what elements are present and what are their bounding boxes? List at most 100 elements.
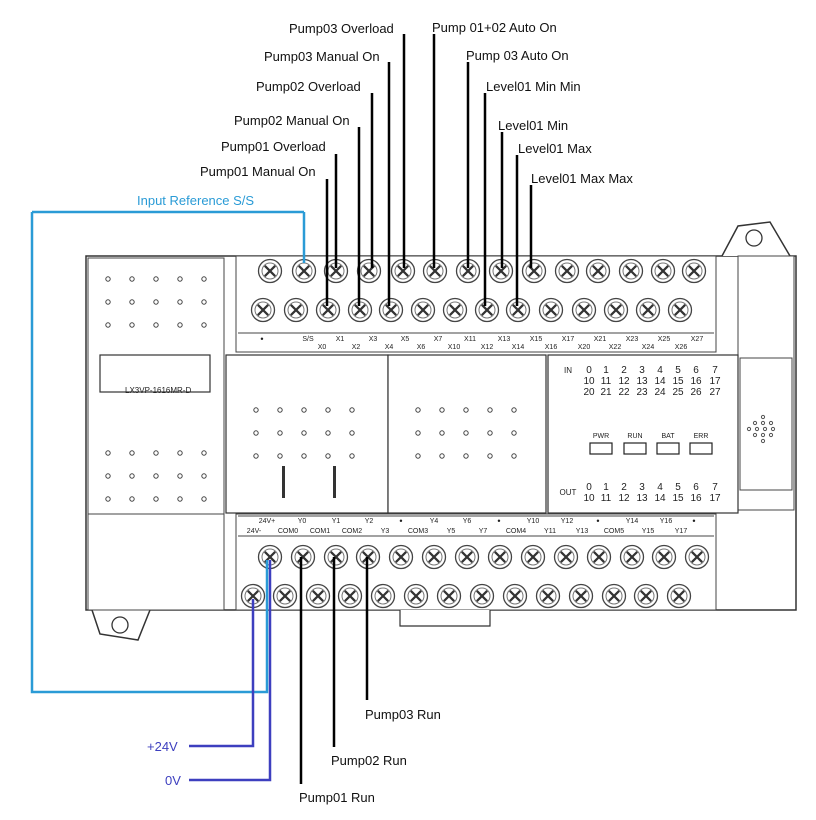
out-led-15: 15 xyxy=(672,493,684,504)
label-pump03-auto-on: Pump 03 Auto On xyxy=(466,48,569,63)
input-terminal-top-0-ring xyxy=(261,262,279,280)
input-terminal-top-4-x2 xyxy=(397,265,409,277)
input-bottom-label-5: X12 xyxy=(481,344,494,351)
port-pin xyxy=(760,420,766,426)
vent-hole xyxy=(201,276,207,282)
vent-hole xyxy=(201,322,207,328)
vent-hole xyxy=(129,496,135,502)
in-led-26: 26 xyxy=(690,387,702,398)
in-led-24: 24 xyxy=(654,387,666,398)
led-label-run: RUN xyxy=(627,433,642,440)
vent-hole xyxy=(105,322,111,328)
input-terminal-top-5-x2 xyxy=(429,265,441,277)
in-led-17: 17 xyxy=(709,376,721,387)
module-vent xyxy=(277,407,283,413)
led-pwr xyxy=(589,442,613,455)
input-terminal-bottom-11-ring xyxy=(607,301,625,319)
output-bullet: • xyxy=(497,516,500,526)
input-terminal-bottom-7-x2 xyxy=(481,304,493,316)
output-top-label-1: Y0 xyxy=(298,518,307,525)
label-pump01-overload: Pump01 Overload xyxy=(221,139,326,154)
output-terminal-bottom-12-x2 xyxy=(640,590,652,602)
output-bottom-label-11: COM5 xyxy=(604,528,624,535)
module-slot xyxy=(282,466,285,498)
input-terminal-bottom-5-x2 xyxy=(417,304,429,316)
output-terminal-top-6-ring xyxy=(458,548,476,566)
out-led-3: 3 xyxy=(639,482,645,493)
output-terminal-top-6-x2 xyxy=(461,551,473,563)
output-terminal-bottom-2-ring xyxy=(309,587,327,605)
output-terminal-bottom-6-x2 xyxy=(443,590,455,602)
in-led-2: 2 xyxy=(621,365,627,376)
port-pin xyxy=(752,432,758,438)
module-vent xyxy=(439,430,445,436)
module-vent xyxy=(511,430,517,436)
output-top-label-7: Y12 xyxy=(561,518,574,525)
output-terminal-bottom-13-x2 xyxy=(673,590,685,602)
module-vent xyxy=(415,407,421,413)
output-bottom-label-12: Y15 xyxy=(642,528,655,535)
vent-hole xyxy=(153,299,159,305)
port-pin xyxy=(760,414,766,420)
input-terminal-top-8-x2 xyxy=(528,265,540,277)
input-terminal-top-9-x2 xyxy=(561,265,573,277)
input-bottom-label-11: X26 xyxy=(675,344,688,351)
output-bottom-label-0: 24V- xyxy=(247,528,262,535)
output-terminal-bottom-1-x2 xyxy=(279,590,291,602)
input-bottom-label-7: X16 xyxy=(545,344,558,351)
input-top-label-8: X17 xyxy=(562,336,575,343)
output-terminal-top-11-x2 xyxy=(626,551,638,563)
vent-hole xyxy=(177,299,183,305)
module-vent xyxy=(487,453,493,459)
input-bottom-label-0: X0 xyxy=(318,344,327,351)
port-pin xyxy=(768,432,774,438)
output-terminal-bottom-10-ring xyxy=(572,587,590,605)
input-terminal-bottom-0-x2 xyxy=(257,304,269,316)
input-top-label-12: X27 xyxy=(691,336,704,343)
output-bottom-label-4: Y3 xyxy=(381,528,390,535)
output-bottom-label-2: COM1 xyxy=(310,528,330,535)
in-led-10: 10 xyxy=(583,376,595,387)
output-top-label-2: Y1 xyxy=(332,518,341,525)
out-led-5: 5 xyxy=(675,482,681,493)
output-terminal-top-13-ring xyxy=(688,548,706,566)
input-terminal-bottom-10-x2 xyxy=(578,304,590,316)
input-bottom-label-6: X14 xyxy=(512,344,525,351)
din-clip xyxy=(399,610,491,627)
output-terminal-top-5-x2 xyxy=(428,551,440,563)
output-terminal-top-1-x2 xyxy=(297,551,309,563)
input-top-label-2: X3 xyxy=(369,336,378,343)
output-bullet: • xyxy=(399,516,402,526)
output-top-label-0: 24V+ xyxy=(259,518,276,525)
input-terminal-bottom-9-ring xyxy=(542,301,560,319)
vent-hole xyxy=(201,473,207,479)
output-bottom-label-7: Y7 xyxy=(479,528,488,535)
in-led-25: 25 xyxy=(672,387,684,398)
input-terminal-top-1-x2 xyxy=(298,265,310,277)
plus24v-wire xyxy=(189,599,255,748)
input-terminal-bottom-2-x2 xyxy=(322,304,334,316)
port-pin xyxy=(752,420,758,426)
label-plus-24v: +24V xyxy=(147,739,178,754)
output-bottom-label-10: Y13 xyxy=(576,528,589,535)
vent-hole xyxy=(177,473,183,479)
module-vent xyxy=(463,407,469,413)
output-terminal-top-10-ring xyxy=(590,548,608,566)
output-terminal-bottom-10-x2 xyxy=(575,590,587,602)
output-terminal-bottom-0-x2 xyxy=(247,590,259,602)
label-level01-min: Level01 Min xyxy=(498,118,569,133)
led-run xyxy=(623,442,647,455)
in-led-21: 21 xyxy=(600,387,612,398)
out-led-10: 10 xyxy=(583,493,595,504)
reference-wire xyxy=(30,212,269,694)
vent-hole xyxy=(153,276,159,282)
label-0v: 0V xyxy=(165,773,181,788)
vent-hole xyxy=(105,299,111,305)
label-pump03-run: Pump03 Run xyxy=(365,707,441,722)
input-terminal-bottom-13-ring xyxy=(671,301,689,319)
out-led-7: 7 xyxy=(712,482,718,493)
module-left xyxy=(225,354,389,514)
output-terminal-bottom-7-ring xyxy=(473,587,491,605)
out-led-11: 11 xyxy=(601,493,612,504)
output-terminal-bottom-9-ring xyxy=(539,587,557,605)
